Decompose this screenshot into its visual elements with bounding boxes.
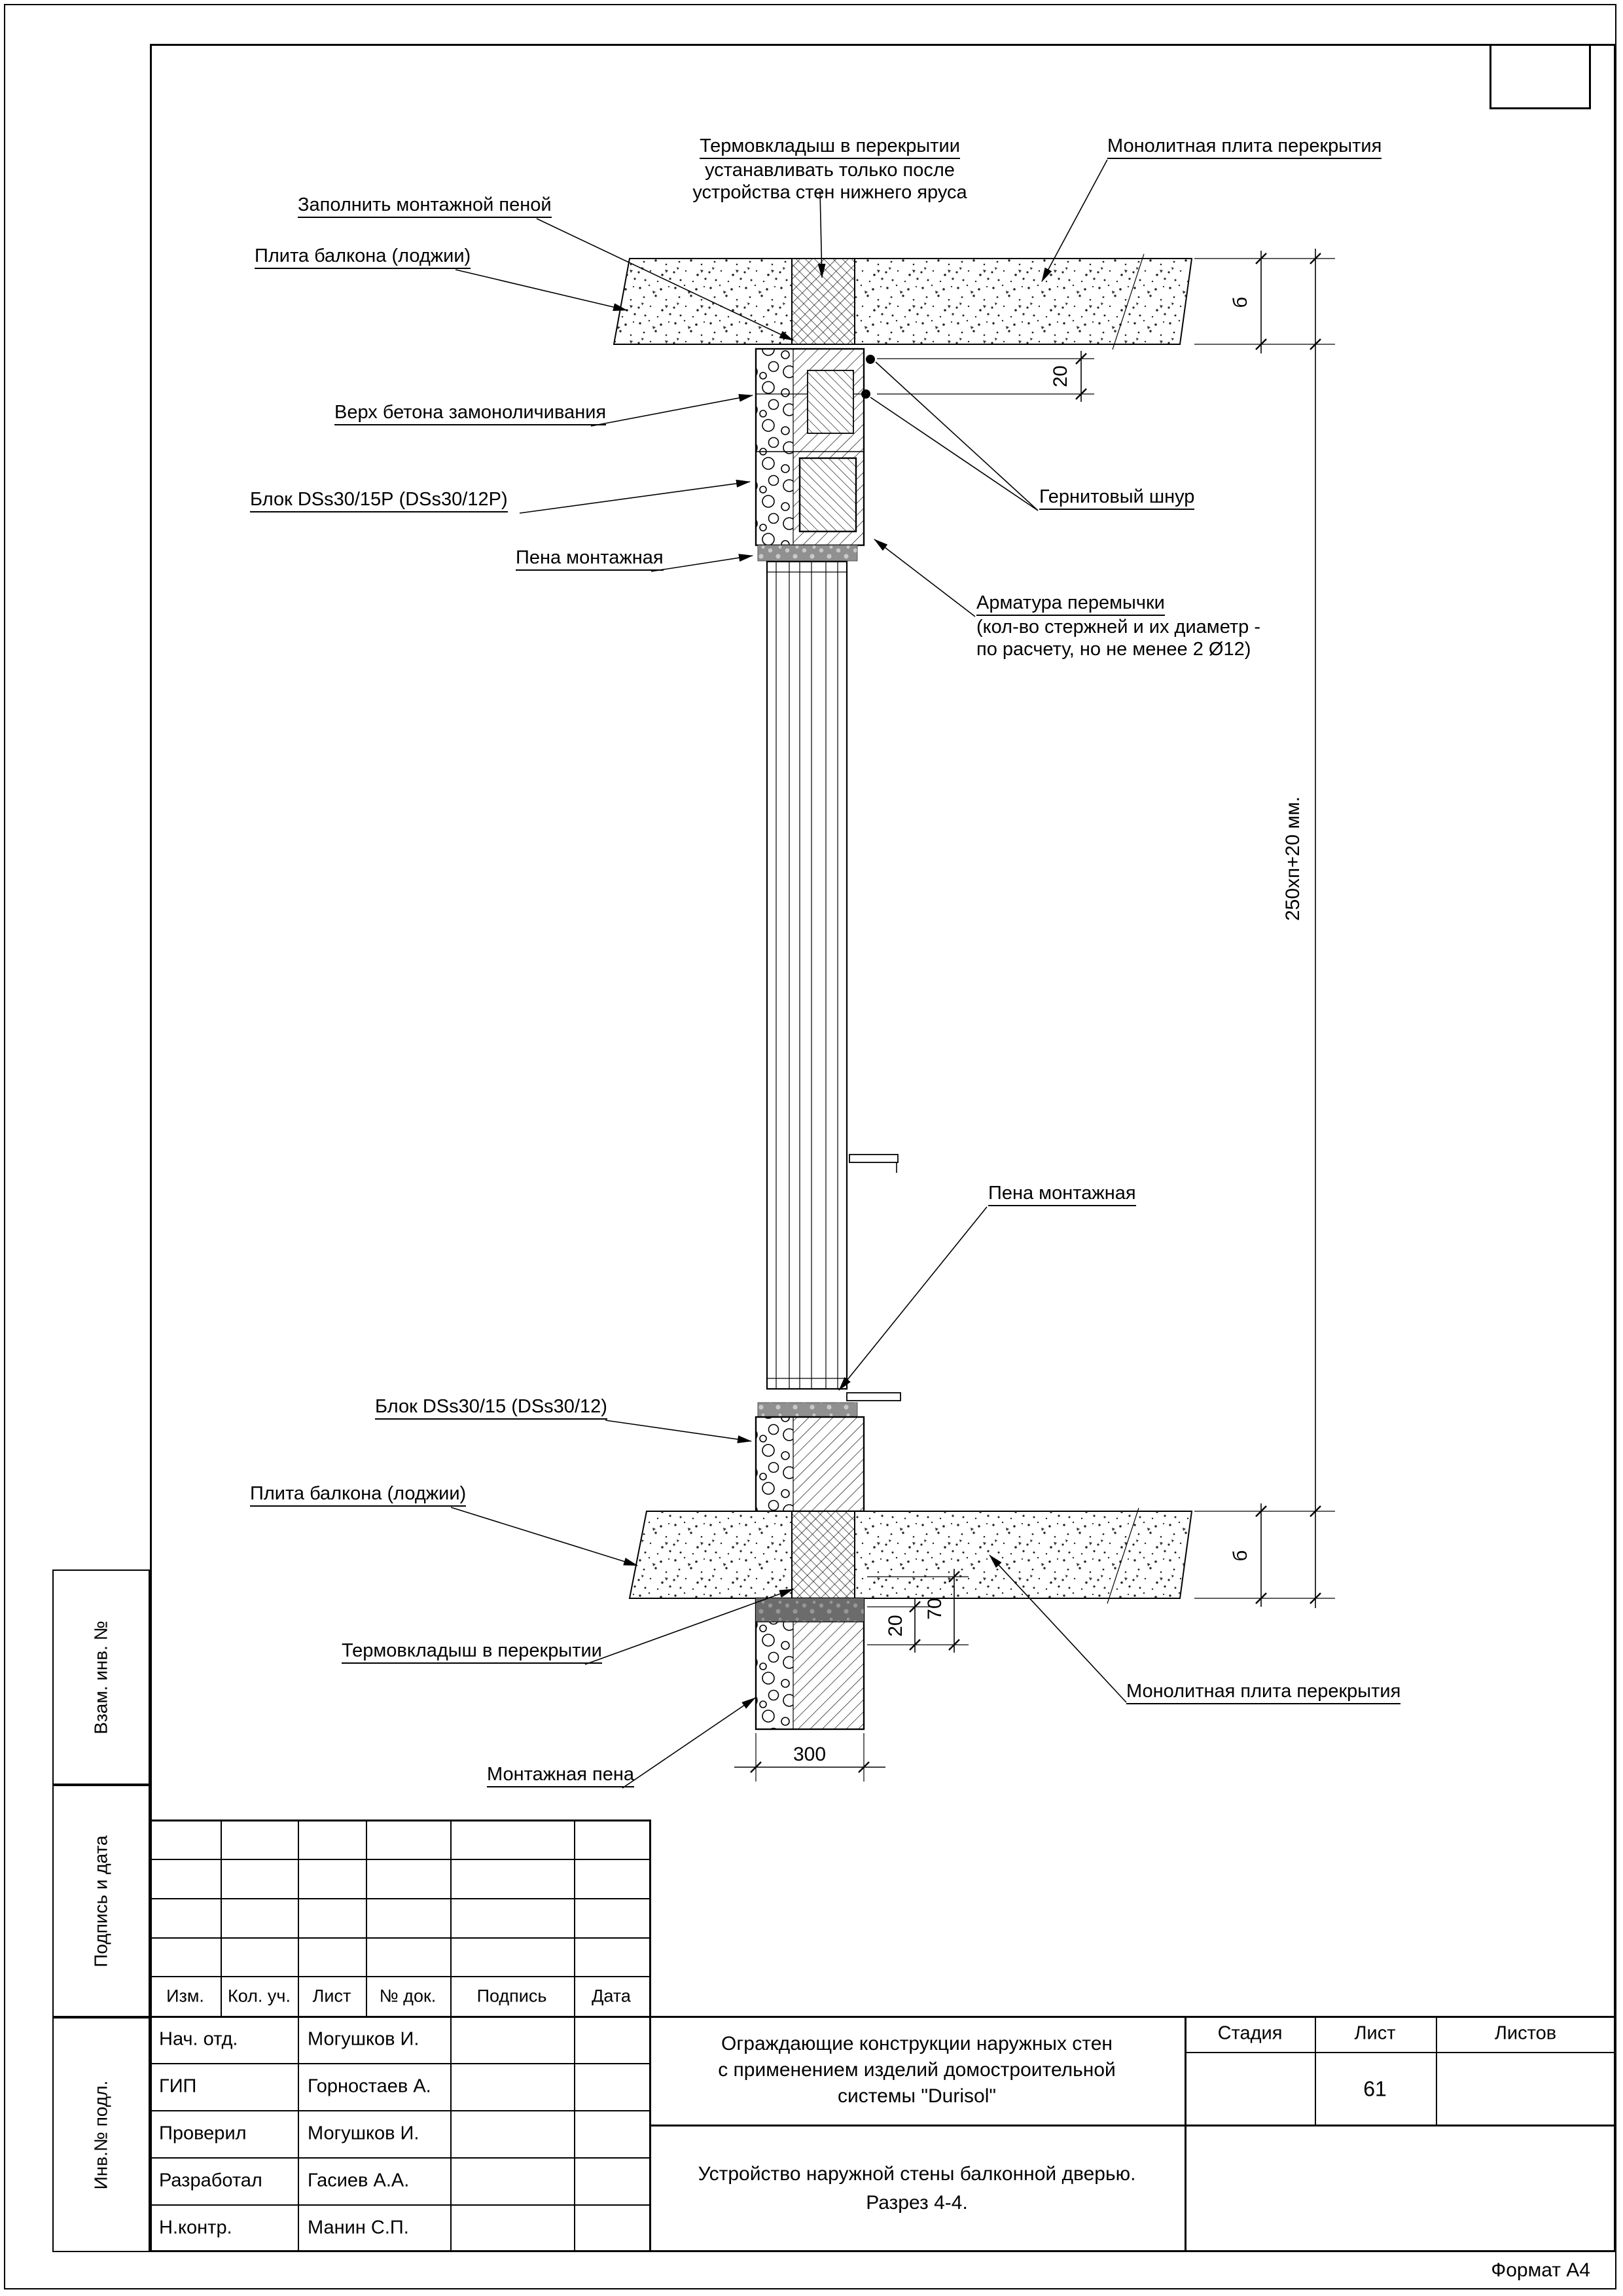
wall-block-top — [755, 348, 875, 562]
dim-slab-thickness-top: б — [1230, 296, 1251, 308]
dim-20-bottom: 20 — [885, 1615, 906, 1636]
callout-block-bottom: Блок DSs30/15 (DSs30/12) — [375, 1395, 607, 1420]
callout-concrete-top-level: Верх бетона замоноличивания — [334, 401, 607, 425]
floor-slab-bottom — [628, 1507, 1193, 1604]
document-subtitle: Устройство наружной стены балконной двер… — [649, 2126, 1185, 2251]
gernit-cord-dot — [866, 355, 875, 364]
dim-70: 70 — [924, 1598, 946, 1619]
name-4: Манин С.П. — [308, 2217, 409, 2238]
leader-lines — [450, 159, 1127, 1789]
drawing-frame — [150, 44, 1616, 2252]
callout-line: Пена монтажная — [516, 547, 664, 571]
callout-thermal-insert-bottom: Термовкладыш в перекрытии — [342, 1640, 602, 1664]
document-title: Ограждающие конструкции наружных стен с … — [649, 2018, 1185, 2123]
callout-line: (кол-во стержней и их диаметр - — [976, 617, 1261, 637]
callout-line: Монолитная плита перекрытия — [1126, 1680, 1401, 1704]
callout-monolithic-slab-bottom: Монолитная плита перекрытия — [1126, 1680, 1401, 1704]
threshold-flashing — [846, 1392, 901, 1401]
col-header-date: Дата — [592, 1986, 631, 2006]
role-1: ГИП — [159, 2075, 197, 2097]
margin-box-vzam: Взам. инв. № — [52, 1570, 150, 1785]
callout-block-top: Блок DSs30/15Р (DSs30/12Р) — [250, 488, 508, 512]
wall-block-bottom — [755, 1402, 865, 1513]
name-3: Гасиев А.А. — [308, 2170, 410, 2191]
door-handle-bracket — [849, 1154, 899, 1163]
doc-title-line: Ограждающие конструкции наружных стен — [721, 2033, 1113, 2054]
subtitle-line: Устройство наружной стены балконной двер… — [698, 2163, 1136, 2185]
callout-line: Плита балкона (лоджии) — [255, 245, 471, 269]
doc-title-line: системы "Durisol" — [837, 2085, 997, 2107]
col-header-sign: Подпись — [476, 1986, 547, 2006]
col-header-doc: № док. — [379, 1986, 437, 2006]
name-1: Горностаев А. — [308, 2075, 431, 2097]
col-header-kol: Кол. уч. — [228, 1986, 291, 2006]
dimension-lines — [734, 249, 1335, 1782]
callout-foam-top: Пена монтажная — [516, 547, 664, 571]
callout-line: Плита балкона (лоджии) — [250, 1482, 467, 1507]
callout-line: Блок DSs30/15Р (DSs30/12Р) — [250, 488, 508, 512]
dim-overall-height: 250хп+20 мм. — [1282, 797, 1304, 921]
page-border — [4, 4, 1616, 2289]
callout-line: Верх бетона замоноличивания — [334, 401, 607, 425]
callout-line: Блок DSs30/15 (DSs30/12) — [375, 1395, 607, 1420]
callout-balcony-slab-bottom: Плита балкона (лоджии) — [250, 1482, 467, 1507]
callout-monolithic-slab-top: Монолитная плита перекрытия — [1107, 135, 1382, 159]
role-4: Н.контр. — [159, 2217, 232, 2238]
dimension-labels: б б 20 20 70 250хп+20 мм. 300 — [793, 296, 1304, 1765]
callout-line: Пена монтажная — [988, 1182, 1136, 1206]
col-header-list: Лист — [312, 1986, 351, 2006]
subtitle-line: Разрез 4-4. — [866, 2192, 968, 2214]
role-0: Нач. отд. — [159, 2028, 238, 2050]
callout-line: Арматура перемычки — [976, 592, 1165, 616]
format-note: Формат А4 — [1491, 2259, 1590, 2281]
stage-label: Стадия — [1217, 2022, 1283, 2044]
callout-fill-foam: Заполнить монтажной пеной — [298, 194, 552, 218]
callout-foam-bottom: Монтажная пена — [487, 1763, 634, 1787]
role-2: Проверил — [159, 2123, 247, 2144]
callout-line: устанавливать только после — [705, 160, 955, 181]
name-2: Могушков И. — [308, 2123, 419, 2144]
callout-thermal-insert-top: Термовкладыш в перекрытии устанавливать … — [660, 135, 1000, 204]
sheet-label: Лист — [1354, 2022, 1396, 2044]
callout-line: Монолитная плита перекрытия — [1107, 135, 1382, 159]
callout-foam-middle: Пена монтажная — [988, 1182, 1136, 1206]
role-3: Разработал — [159, 2170, 262, 2191]
callout-line: устройства стен нижнего яруса — [692, 182, 967, 203]
callout-gernit-cord: Гернитовый шнур — [1039, 486, 1195, 510]
door-frame — [766, 560, 901, 1401]
dim-300: 300 — [793, 1744, 826, 1765]
gernit-cord-dot — [861, 389, 870, 399]
foam-strip-bottom — [757, 1402, 858, 1418]
margin-box-inv: Инв.№ подл. — [52, 2017, 150, 2252]
sheets-label: Листов — [1494, 2022, 1557, 2044]
callout-line: по расчету, но не менее 2 Ø12) — [976, 639, 1251, 660]
col-header-izm: Изм. — [166, 1986, 204, 2006]
callout-line: Заполнить монтажной пеной — [298, 194, 552, 218]
dim-slab-thickness-bottom: б — [1230, 1550, 1251, 1561]
floor-slab-top — [613, 253, 1193, 350]
sheet-number: 61 — [1363, 2077, 1387, 2101]
top-right-stamp-box — [1489, 44, 1591, 109]
name-0: Могушков И. — [308, 2028, 419, 2050]
callout-line: Гернитовый шнур — [1039, 486, 1195, 510]
callout-line: Монтажная пена — [487, 1763, 634, 1787]
callout-balcony-slab-top: Плита балкона (лоджии) — [255, 245, 471, 269]
dim-20-top: 20 — [1050, 365, 1071, 387]
margin-box-podpis: Подпись и дата — [52, 1785, 150, 2017]
callout-line: Термовкладыш в перекрытии — [342, 1640, 602, 1664]
callout-line: Термовкладыш в перекрытии — [700, 135, 960, 159]
callout-lintel-reinforcement: Арматура перемычки (кол-во стержней и их… — [976, 592, 1260, 660]
wall-block-below-slab — [755, 1597, 865, 1731]
foam-strip-top — [757, 545, 858, 562]
doc-title-line: с применением изделий домостроительной — [718, 2059, 1116, 2081]
